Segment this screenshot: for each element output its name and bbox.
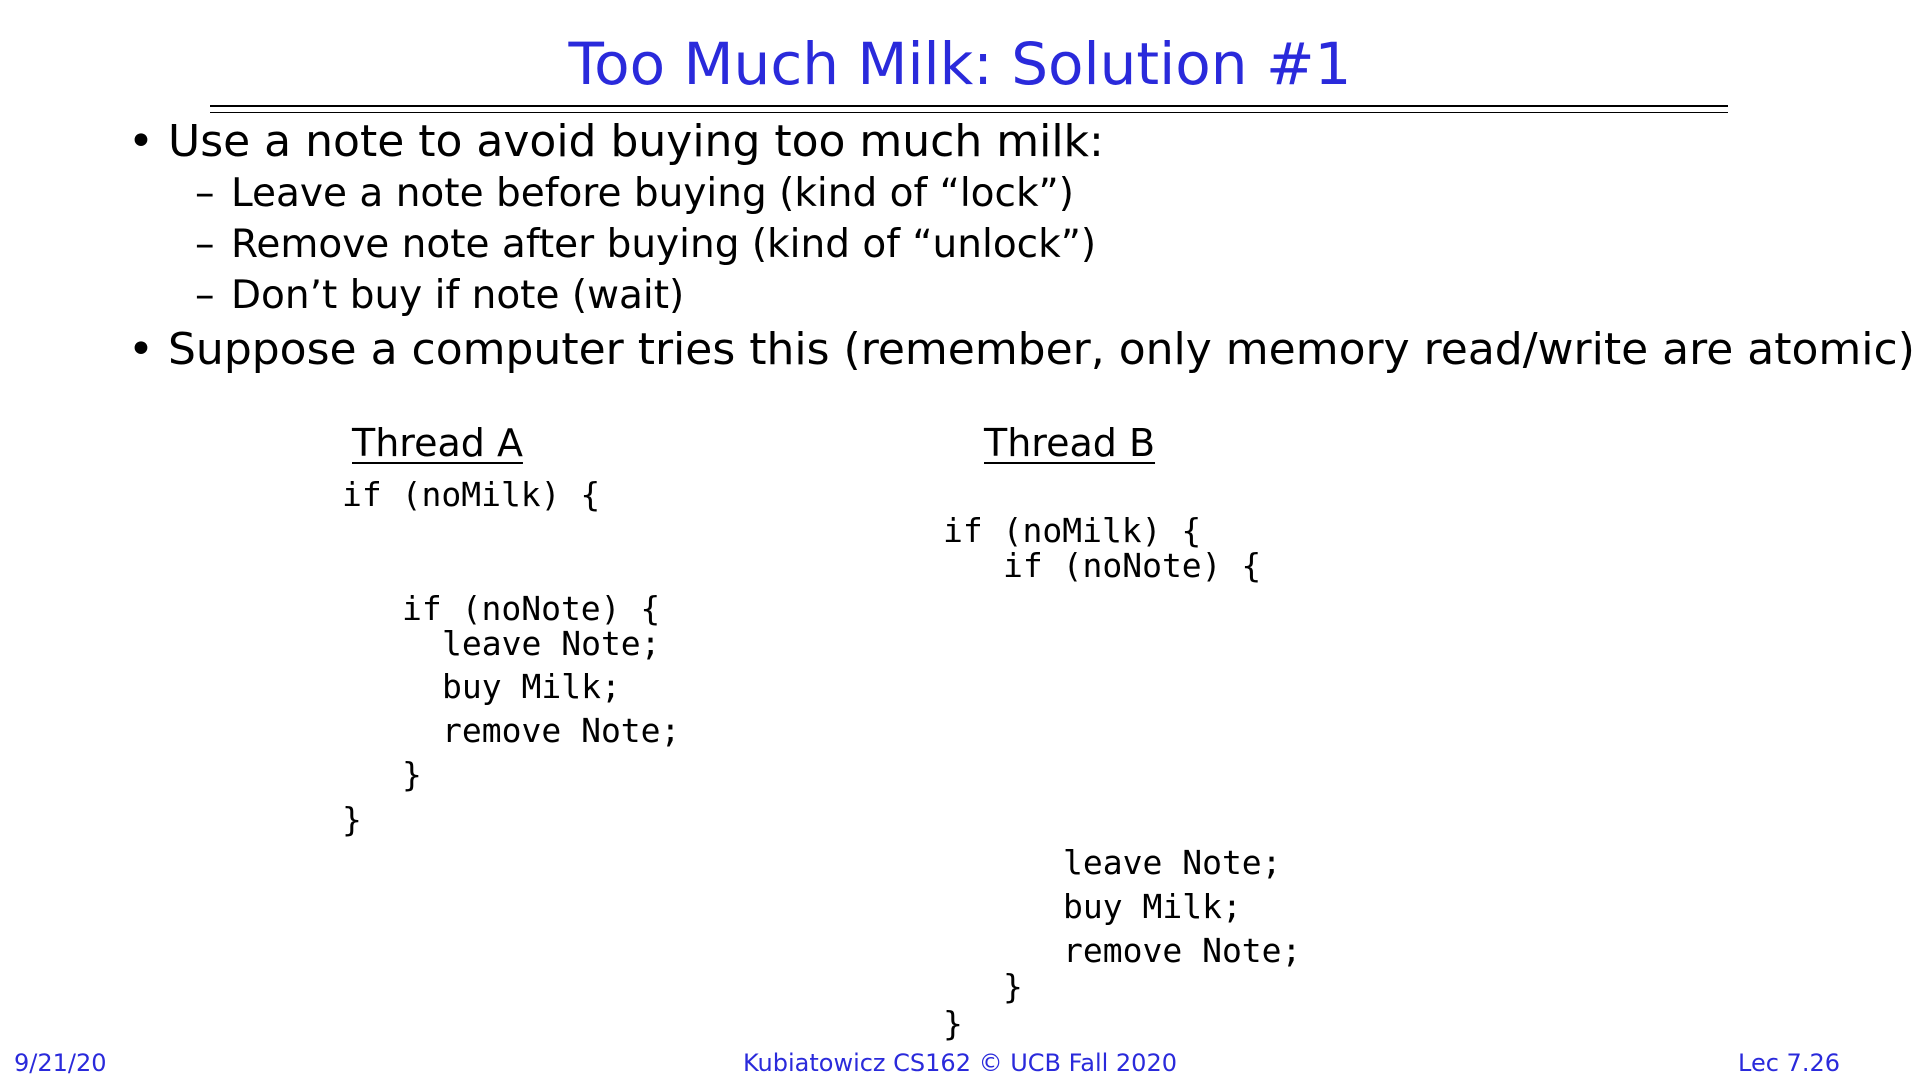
- thread-b-line-1: if (noMilk) {: [943, 511, 1202, 550]
- sub-dash: –: [195, 171, 215, 216]
- thread-b-line-3: leave Note;: [1063, 843, 1282, 882]
- thread-b-line-7: }: [943, 1004, 963, 1043]
- bullet-1: • Use a note to avoid buying too much mil…: [128, 116, 1104, 168]
- sub-bullet-1-text: Leave a note before buying (kind of “loc…: [231, 171, 1074, 216]
- thread-a-heading: Thread A: [352, 421, 523, 465]
- thread-b-line-6: }: [1003, 967, 1023, 1006]
- bullet-1-text: Use a note to avoid buying too much milk…: [168, 116, 1104, 167]
- footer-date: 9/21/20: [14, 1049, 107, 1077]
- sub-bullet-1: –Leave a note before buying (kind of “lo…: [195, 170, 1074, 218]
- bullet-dot: •: [128, 324, 154, 375]
- sub-bullet-3-text: Don’t buy if note (wait): [231, 273, 685, 318]
- bullet-2-text: Suppose a computer tries this (remember,…: [168, 324, 1920, 375]
- footer-course: Kubiatowicz CS162 © UCB Fall 2020: [742, 1049, 1177, 1077]
- thread-b-heading: Thread B: [984, 421, 1156, 465]
- thread-b-line-2: if (noNote) {: [1003, 546, 1262, 585]
- sub-dash: –: [195, 273, 215, 318]
- thread-a-line-2: if (noNote) {: [402, 589, 661, 628]
- thread-a-line-4: buy Milk;: [442, 667, 621, 706]
- thread-a-line-1: if (noMilk) {: [342, 475, 601, 514]
- slide-title: Too Much Milk: Solution #1: [568, 30, 1352, 98]
- thread-a-line-5: remove Note;: [442, 711, 681, 750]
- sub-dash: –: [195, 222, 215, 267]
- title-rule: [210, 105, 1728, 113]
- sub-bullet-2: –Remove note after buying (kind of “unlo…: [195, 221, 1096, 269]
- thread-a-line-7: }: [342, 800, 362, 839]
- thread-a-line-3: leave Note;: [442, 624, 661, 663]
- footer-lecture: Lec 7.26: [1738, 1049, 1840, 1077]
- bullet-dot: •: [128, 116, 154, 167]
- thread-a-line-6: }: [402, 755, 422, 794]
- sub-bullet-3: –Don’t buy if note (wait): [195, 272, 684, 320]
- thread-b-line-4: buy Milk;: [1063, 887, 1242, 926]
- sub-bullet-2-text: Remove note after buying (kind of “unloc…: [231, 222, 1097, 267]
- thread-b-line-5: remove Note;: [1063, 931, 1302, 970]
- bullet-2: • Suppose a computer tries this (remember…: [128, 324, 1920, 376]
